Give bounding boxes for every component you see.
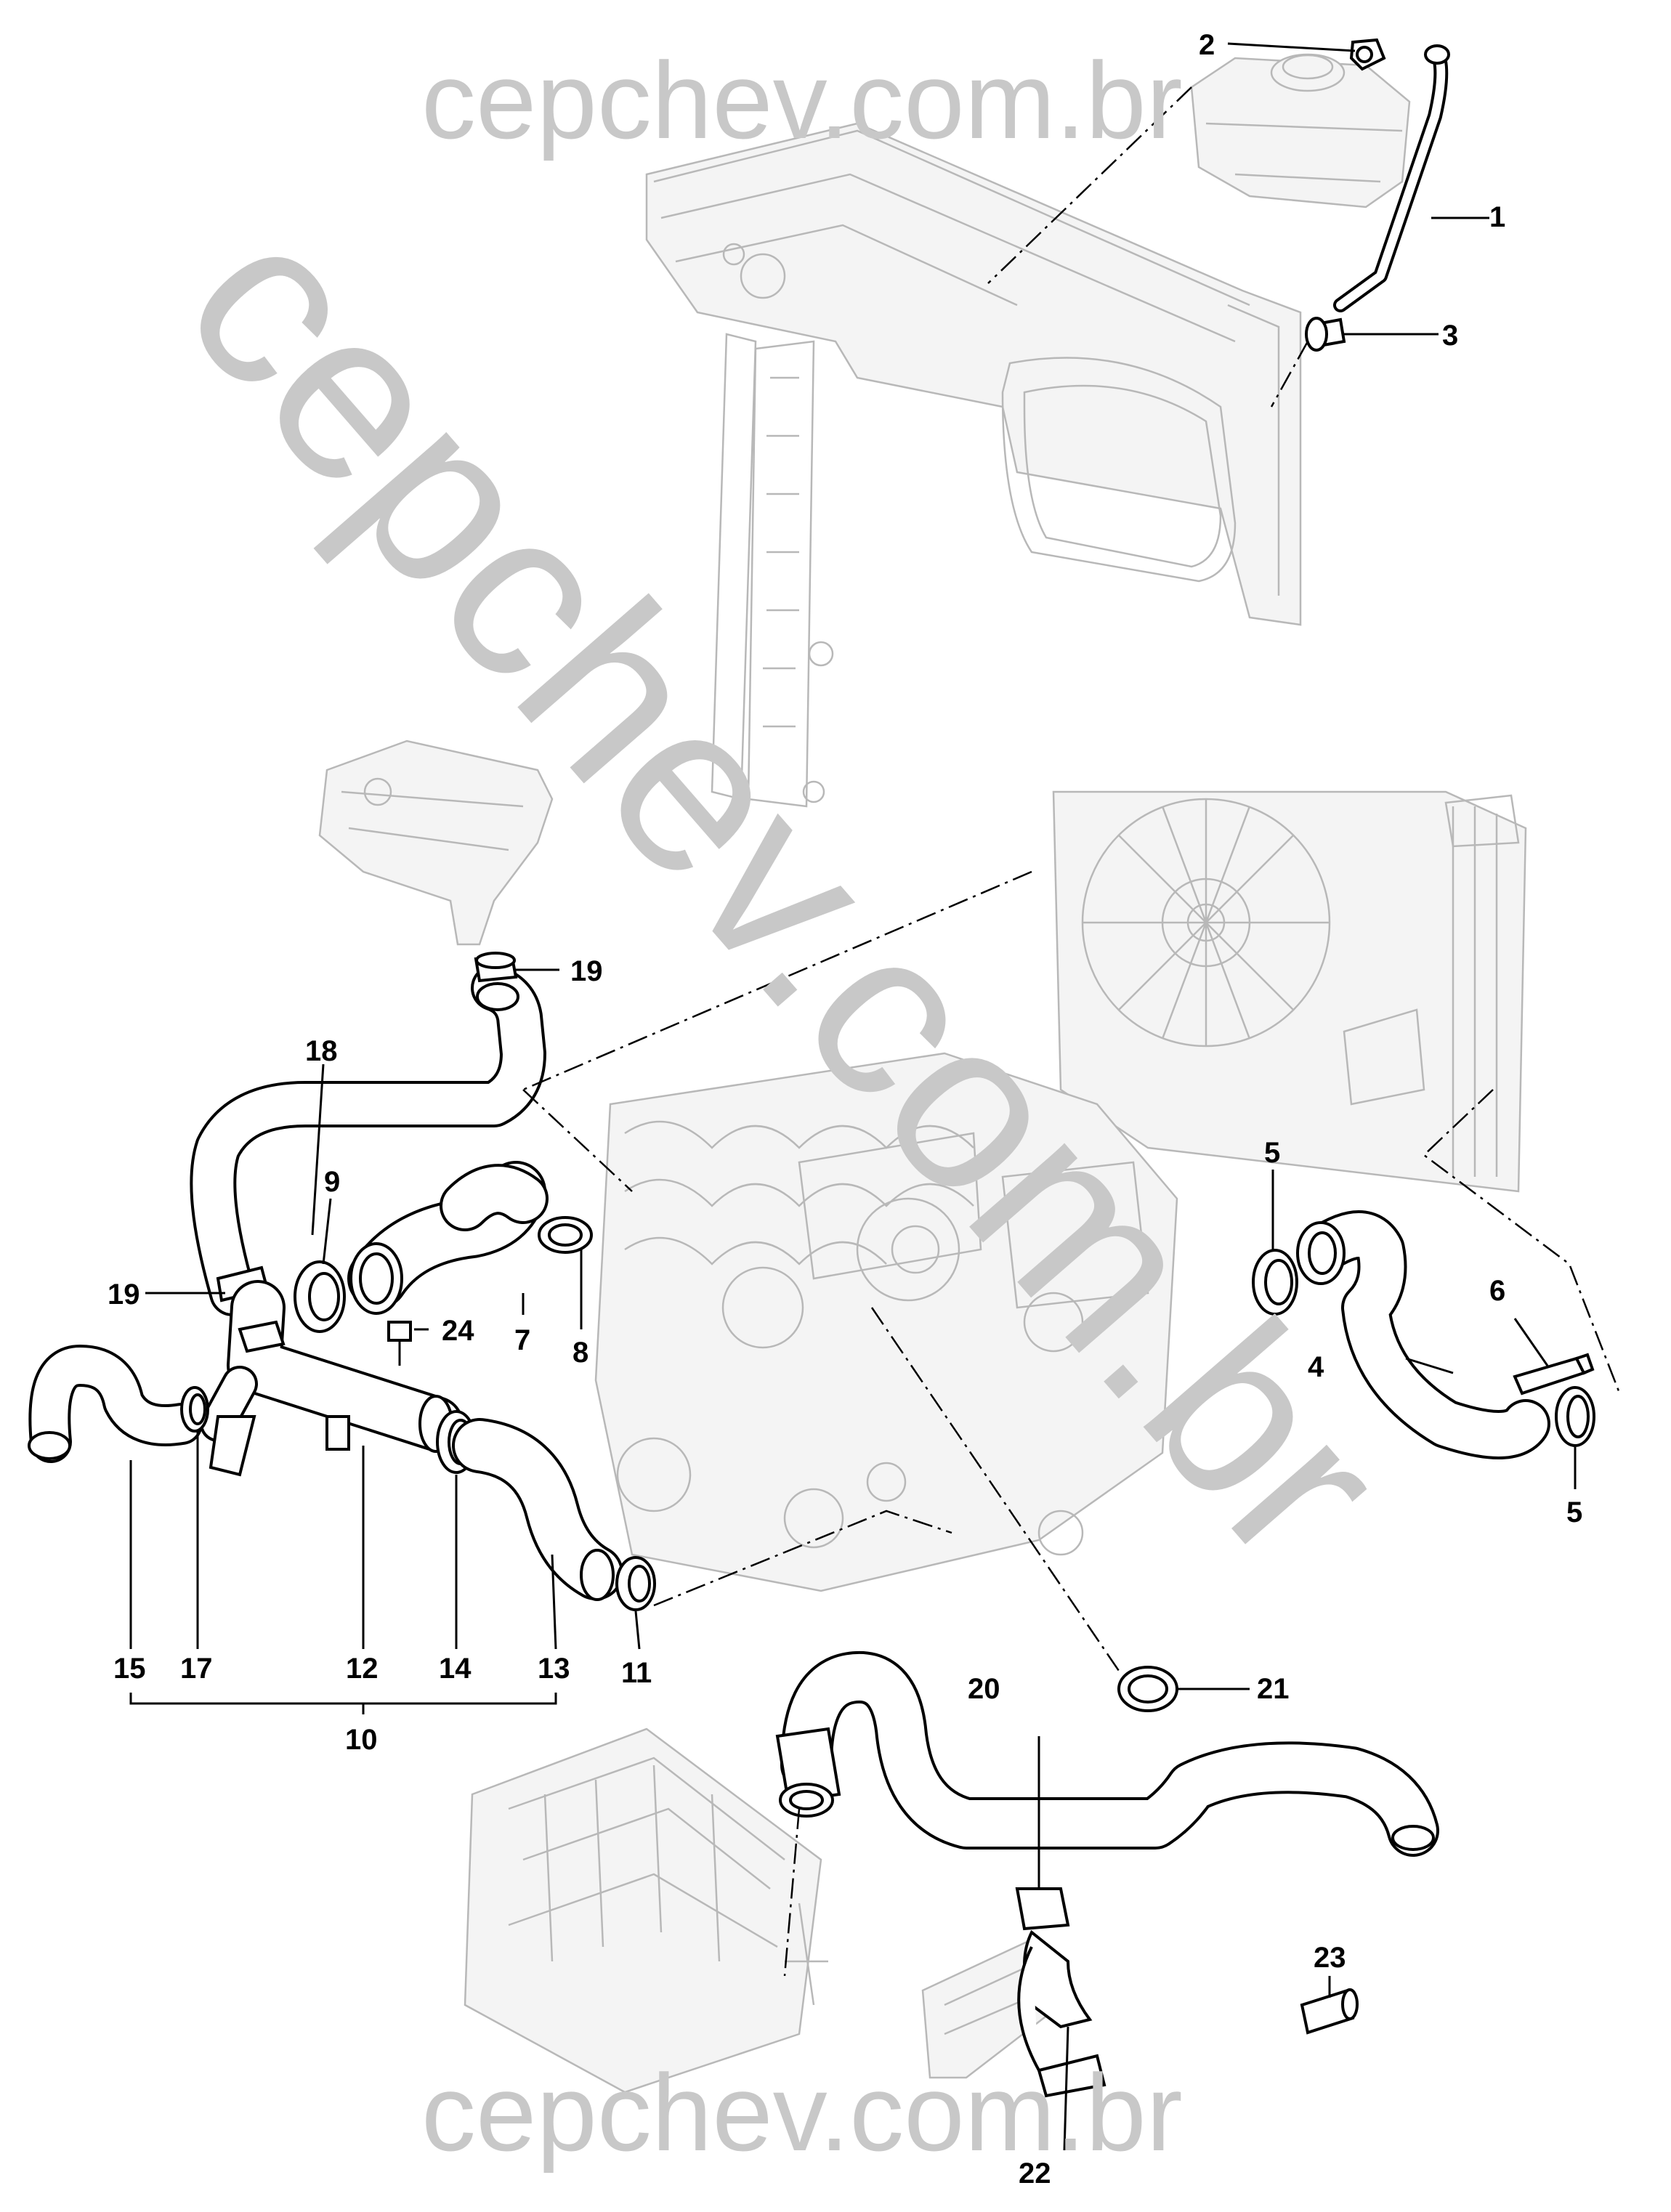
part-12-coolant-pipe [200, 1280, 464, 1477]
callout-13: 13 [538, 1653, 570, 1685]
part-8-clamp [538, 1216, 593, 1254]
callout-19-lower: 19 [108, 1279, 140, 1310]
callout-2: 2 [1199, 29, 1215, 61]
leader-lines [129, 42, 1577, 2151]
part-5-clamp-lower [1555, 1386, 1595, 1447]
part-15-hose [28, 1345, 203, 1463]
part-5-clamp-upper [1252, 1249, 1298, 1316]
callout-22: 22 [1019, 2158, 1051, 2189]
part-21-clamp [1117, 1666, 1178, 1712]
part-23-connector [1300, 1988, 1359, 2035]
callout-5-upper: 5 [1264, 1137, 1280, 1169]
callout-6: 6 [1489, 1275, 1505, 1307]
part-22-hose-bracket [1015, 1887, 1106, 2098]
callout-11: 11 [621, 1657, 652, 1689]
heater-box [464, 1727, 828, 2094]
part-1-overflow-hose [1333, 44, 1450, 312]
callout-20: 20 [968, 1673, 1000, 1705]
front-end-panel [645, 122, 1302, 808]
callout-14: 14 [439, 1653, 472, 1685]
callout-17: 17 [180, 1653, 213, 1685]
callout-3: 3 [1442, 320, 1458, 352]
engine-cover-area [318, 740, 554, 946]
callout-9: 9 [324, 1166, 340, 1198]
radiator-fan-assembly [1052, 790, 1527, 1193]
part-20-heater-hose [775, 1650, 1439, 1857]
part-17-clamp [180, 1386, 209, 1433]
callout-24: 24 [442, 1315, 474, 1347]
callout-10: 10 [345, 1724, 378, 1756]
part-18-upper-hose [190, 965, 546, 1316]
callout-23: 23 [1314, 1942, 1346, 1974]
background-vehicle-artwork [318, 53, 1527, 2094]
part-24-bolt [387, 1321, 412, 1366]
callout-7: 7 [514, 1324, 530, 1356]
callout-8: 8 [572, 1337, 588, 1369]
part-9-clamp [294, 1260, 346, 1333]
callout-labels: 1 2 3 4 5 5 6 7 8 9 10 11 12 13 14 15 17… [108, 29, 1582, 2189]
callout-15: 15 [113, 1653, 146, 1685]
part-19-clamp-upper [474, 952, 518, 983]
callout-1: 1 [1489, 201, 1505, 233]
part-13-hose [452, 1418, 623, 1601]
part-11-clamp [615, 1556, 656, 1611]
part-6-connector [1513, 1353, 1595, 1395]
callout-4: 4 [1308, 1351, 1324, 1383]
callout-12: 12 [346, 1653, 379, 1685]
engine-block [594, 1052, 1178, 1592]
part-3-hose-clamp [1305, 317, 1346, 352]
callout-21: 21 [1257, 1673, 1290, 1705]
callout-18: 18 [305, 1035, 338, 1067]
part-4-radiator-hose [1296, 1210, 1550, 1459]
watermark-bottom: cepchev.com.br [421, 2051, 1183, 2173]
watermark-top: cepchev.com.br [421, 39, 1183, 161]
part-2-clip [1349, 38, 1386, 71]
callout-5-lower: 5 [1566, 1496, 1582, 1528]
coolant-reservoir [1190, 53, 1411, 208]
callout-19-upper: 19 [570, 955, 603, 987]
part-7-hose [347, 1161, 549, 1315]
assembly-guide-lines [522, 86, 1622, 1977]
